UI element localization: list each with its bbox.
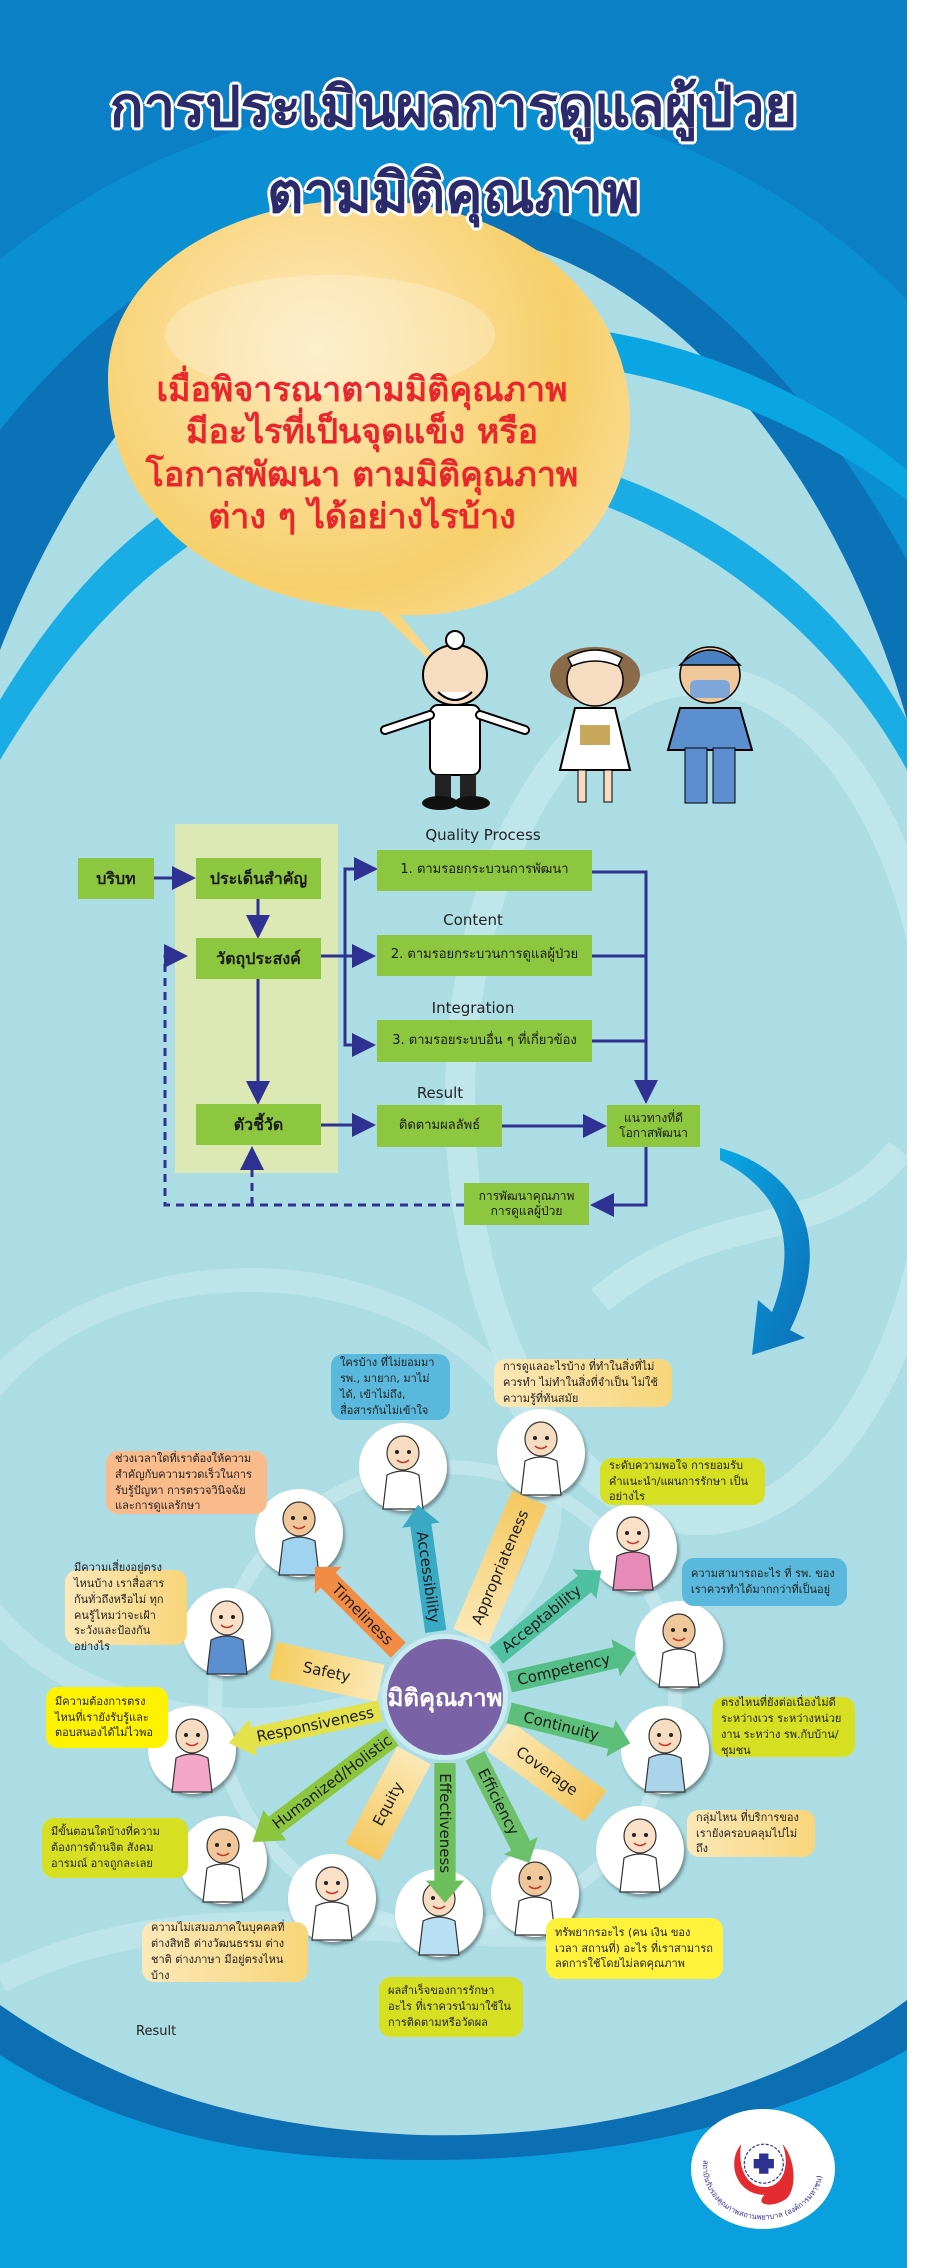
dimension-spoke-effectiveness: Effectiveness xyxy=(426,1763,464,1903)
good-practice-line: โอกาสพัฒนา xyxy=(619,1126,688,1140)
question-bubble: มีความเสี่ยงอยู่ตรงไหนบ้าง เราสื่อสารกัน… xyxy=(65,1561,187,1653)
institute-logo: สถาบันรับรองคุณภาพสถานพยาบาล (องค์การมหา… xyxy=(691,2109,835,2229)
question-bubble: ความสามารถอะไร ที่ รพ. ของเราควรทำได้มาก… xyxy=(682,1558,847,1606)
good-practice-line: แนวทางที่ดี xyxy=(624,1111,683,1125)
question-line: โอกาสพัฒนา ตามมิติคุณภาพ xyxy=(145,455,579,495)
question-bubble: ผลสำเร็จของการรักษาอะไร ที่เราควรนำมาใช้… xyxy=(379,1977,523,2037)
content-label: Content xyxy=(443,911,503,929)
quality-improvement-box: การพัฒนาคุณภาพ การดูแลผู้ป่วย xyxy=(464,1183,589,1225)
character-avatar-icon xyxy=(497,1409,585,1497)
quality-dimensions-center: มิติคุณภาพ xyxy=(382,1634,508,1760)
question-line: ต่าง ๆ ได้อย่างไรบ้าง xyxy=(208,497,516,537)
big-flow-arrow xyxy=(720,1148,810,1355)
track-care-box: 2. ตามรอยกระบวนการดูแลผู้ป่วย xyxy=(377,935,592,976)
track-process-box: 1. ตามรอยกระบวนการพัฒนา xyxy=(377,850,592,891)
title-line-1: การประเมินผลการดูแลผู้ป่วย xyxy=(109,75,798,140)
question-bubble: ช่วงเวลาใดที่เราต้องให้ความสำคัญกับความร… xyxy=(106,1451,267,1514)
indicators-box: ตัวชี้วัด xyxy=(196,1104,321,1145)
question-line: เมื่อพิจารณาตามมิติคุณภาพ xyxy=(156,370,568,410)
good-practice-box: แนวทางที่ดี โอกาสพัฒนา xyxy=(607,1105,700,1147)
question-bubble: มีความต้องการตรงไหนที่เรายังรับรู้และตอบ… xyxy=(46,1687,168,1748)
character-avatar-icon xyxy=(359,1423,447,1511)
logo-crescent-icon xyxy=(734,2144,794,2205)
question-bubble: ระดับความพอใจ การยอมรับคำแนะนำ/แผนการรัก… xyxy=(600,1458,765,1505)
character-avatar-icon xyxy=(589,1504,677,1592)
character-avatar-icon xyxy=(596,1806,684,1894)
question-bubble: ความไม่เสมอภาคในบุคคลที่ต่างสิทธิ ต่างวั… xyxy=(142,1921,308,1982)
cartoon-staff-group xyxy=(380,630,754,810)
background-art xyxy=(0,0,907,2268)
character-avatar-icon xyxy=(183,1588,271,1676)
question-bubble: การดูแลอะไรบ้าง ที่ทำในสิ่งที่ไม่ควรทำ ไ… xyxy=(494,1359,672,1407)
doctor-cartoon-icon xyxy=(380,630,530,810)
improve-line: การพัฒนาคุณภาพ xyxy=(478,1189,575,1203)
question-bubble: ใครบ้าง ที่ไม่ยอมมา รพ., มายาก, มาไม่ได้… xyxy=(331,1354,450,1420)
track-systems-box: 3. ตามรอยระบบอื่น ๆ ที่เกี่ยวข้อง xyxy=(377,1020,592,1062)
monitor-results-box: ติดตามผลลัพธ์ xyxy=(377,1105,502,1147)
integration-label: Integration xyxy=(431,999,515,1017)
speech-bubble-shape xyxy=(108,200,630,700)
character-avatar-icon xyxy=(288,1854,376,1942)
logo-cross-icon xyxy=(753,2153,774,2174)
character-avatar-icon xyxy=(491,1849,579,1937)
question-bubble: ทรัพยากรอะไร (คน เงิน ของ เวลา สถานที่) … xyxy=(546,1918,723,1979)
surgeon-cartoon-icon xyxy=(666,646,754,804)
footer-result-label: Result xyxy=(136,2024,177,2039)
flow-connectors xyxy=(154,857,658,1217)
dimension-label: Effectiveness xyxy=(436,1773,454,1874)
question-bubble: มีขั้นตอนใดบ้างที่ความต้องการด้านจิต สัง… xyxy=(42,1818,188,1878)
context-box: บริบท xyxy=(78,858,154,899)
nurse-cartoon-icon xyxy=(550,647,640,803)
quality-process-label: Quality Process xyxy=(425,826,541,844)
question-bubble: ตรงไหนที่ยังต่อเนื่องไม่ดี ระหว่างเวร ระ… xyxy=(712,1696,855,1757)
character-avatar-icon xyxy=(635,1601,723,1689)
character-avatar-icon xyxy=(621,1706,709,1794)
result-label: Result xyxy=(416,1084,464,1102)
key-issues-box: ประเด็นสำคัญ xyxy=(196,858,321,899)
title-line-2: ตามมิติคุณภาพ xyxy=(267,161,640,226)
objectives-box: วัตถุประสงค์ xyxy=(196,938,321,979)
character-avatar-icon xyxy=(179,1816,267,1904)
improve-line: การดูแลผู้ป่วย xyxy=(490,1204,563,1218)
question-line: มีอะไรที่เป็นจุดแข็ง หรือ xyxy=(185,412,538,452)
logo-ring-icon xyxy=(743,2143,784,2184)
question-bubble: กลุ่มไหน ที่บริการของเรายังครอบคลุมไปไม่… xyxy=(687,1810,815,1857)
poster: การประเมินผลการดูแลผู้ป่วย ตามมิติคุณภาพ… xyxy=(0,0,907,2268)
character-avatar-icon xyxy=(255,1489,343,1577)
